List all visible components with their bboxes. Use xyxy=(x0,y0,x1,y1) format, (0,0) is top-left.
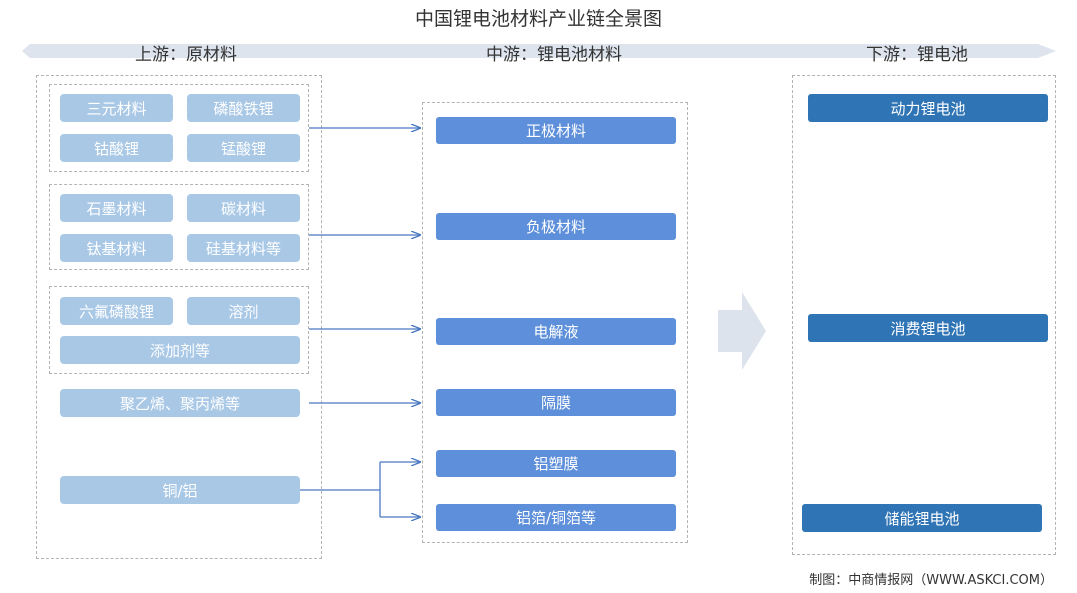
material-box: 石墨材料 xyxy=(60,194,173,222)
material-box: 磷酸铁锂 xyxy=(187,94,300,122)
upstream-panel xyxy=(36,75,322,559)
midstream-panel xyxy=(422,102,688,543)
midstream-box: 正极材料 xyxy=(436,117,676,144)
material-box: 溶剂 xyxy=(187,297,300,325)
stage-transition-arrow xyxy=(718,292,766,370)
source-credit: 制图：中商情报网（WWW.ASKCI.COM） xyxy=(809,573,1053,588)
upstream-group-cathode xyxy=(49,84,309,172)
material-box: 硅基材料等 xyxy=(187,234,300,262)
stage-label-upstream: 上游：原材料 xyxy=(135,45,237,65)
upstream-group-anode xyxy=(49,184,309,270)
midstream-box: 铝箔/铜箔等 xyxy=(436,504,676,531)
material-box: 钴酸锂 xyxy=(60,134,173,162)
material-box: 钛基材料 xyxy=(60,234,173,262)
midstream-box: 电解液 xyxy=(436,318,676,345)
material-box: 聚乙烯、聚丙烯等 xyxy=(60,389,300,417)
downstream-box: 动力锂电池 xyxy=(808,94,1048,122)
downstream-box: 消费锂电池 xyxy=(808,314,1048,342)
page-title: 中国锂电池材料产业链全景图 xyxy=(414,8,662,30)
midstream-box: 铝塑膜 xyxy=(436,450,676,477)
material-box: 碳材料 xyxy=(187,194,300,222)
stage-label-downstream: 下游：锂电池 xyxy=(866,45,968,65)
downstream-panel xyxy=(792,75,1056,555)
material-box: 三元材料 xyxy=(60,94,173,122)
midstream-box: 隔膜 xyxy=(436,389,676,416)
stage-label-midstream: 中游：锂电池材料 xyxy=(486,45,622,65)
midstream-box: 负极材料 xyxy=(436,213,676,240)
upstream-group-electrolyte xyxy=(49,286,309,374)
material-box: 铜/铝 xyxy=(60,476,300,504)
material-box: 锰酸锂 xyxy=(187,134,300,162)
downstream-box: 储能锂电池 xyxy=(802,504,1042,532)
material-box: 添加剂等 xyxy=(60,336,300,364)
material-box: 六氟磷酸锂 xyxy=(60,297,173,325)
